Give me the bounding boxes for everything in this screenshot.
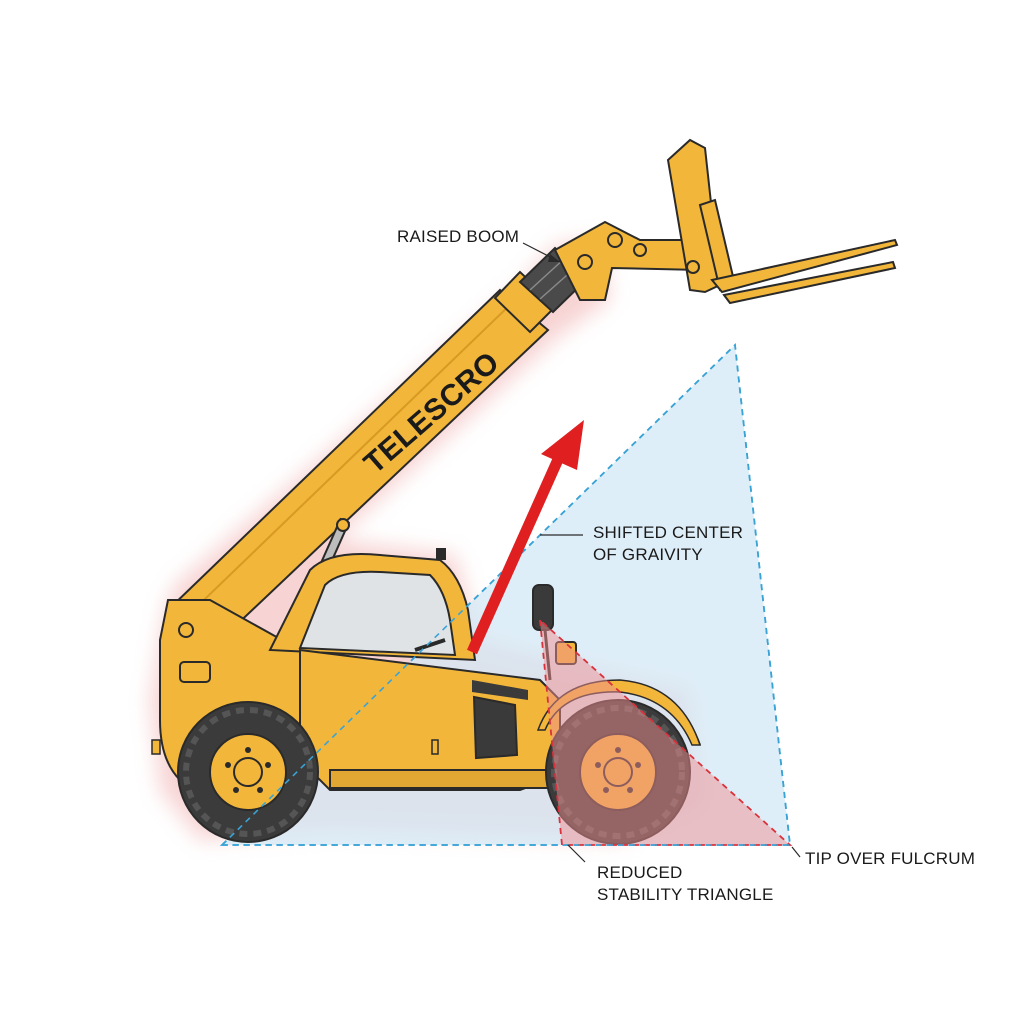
label-raised-boom: RAISED BOOM [397,227,519,246]
label-triangle-line2: STABILITY TRIANGLE [597,885,774,904]
label-triangle-line1: REDUCED [597,863,682,882]
label-cog-line2: OF GRAIVITY [593,545,703,564]
label-tip-over-fulcrum: TIP OVER FULCRUM [805,849,975,868]
cog-shift-arrow-icon [466,420,584,655]
telehandler-chassis [151,548,702,791]
label-cog-line1: SHIFTED CENTER [593,523,743,542]
reduced-stability-triangle [538,617,793,846]
leader-lines [522,242,801,863]
rear-wheel [177,701,319,843]
fork-carriage [666,138,899,305]
stability-triangle-outline [221,343,791,846]
